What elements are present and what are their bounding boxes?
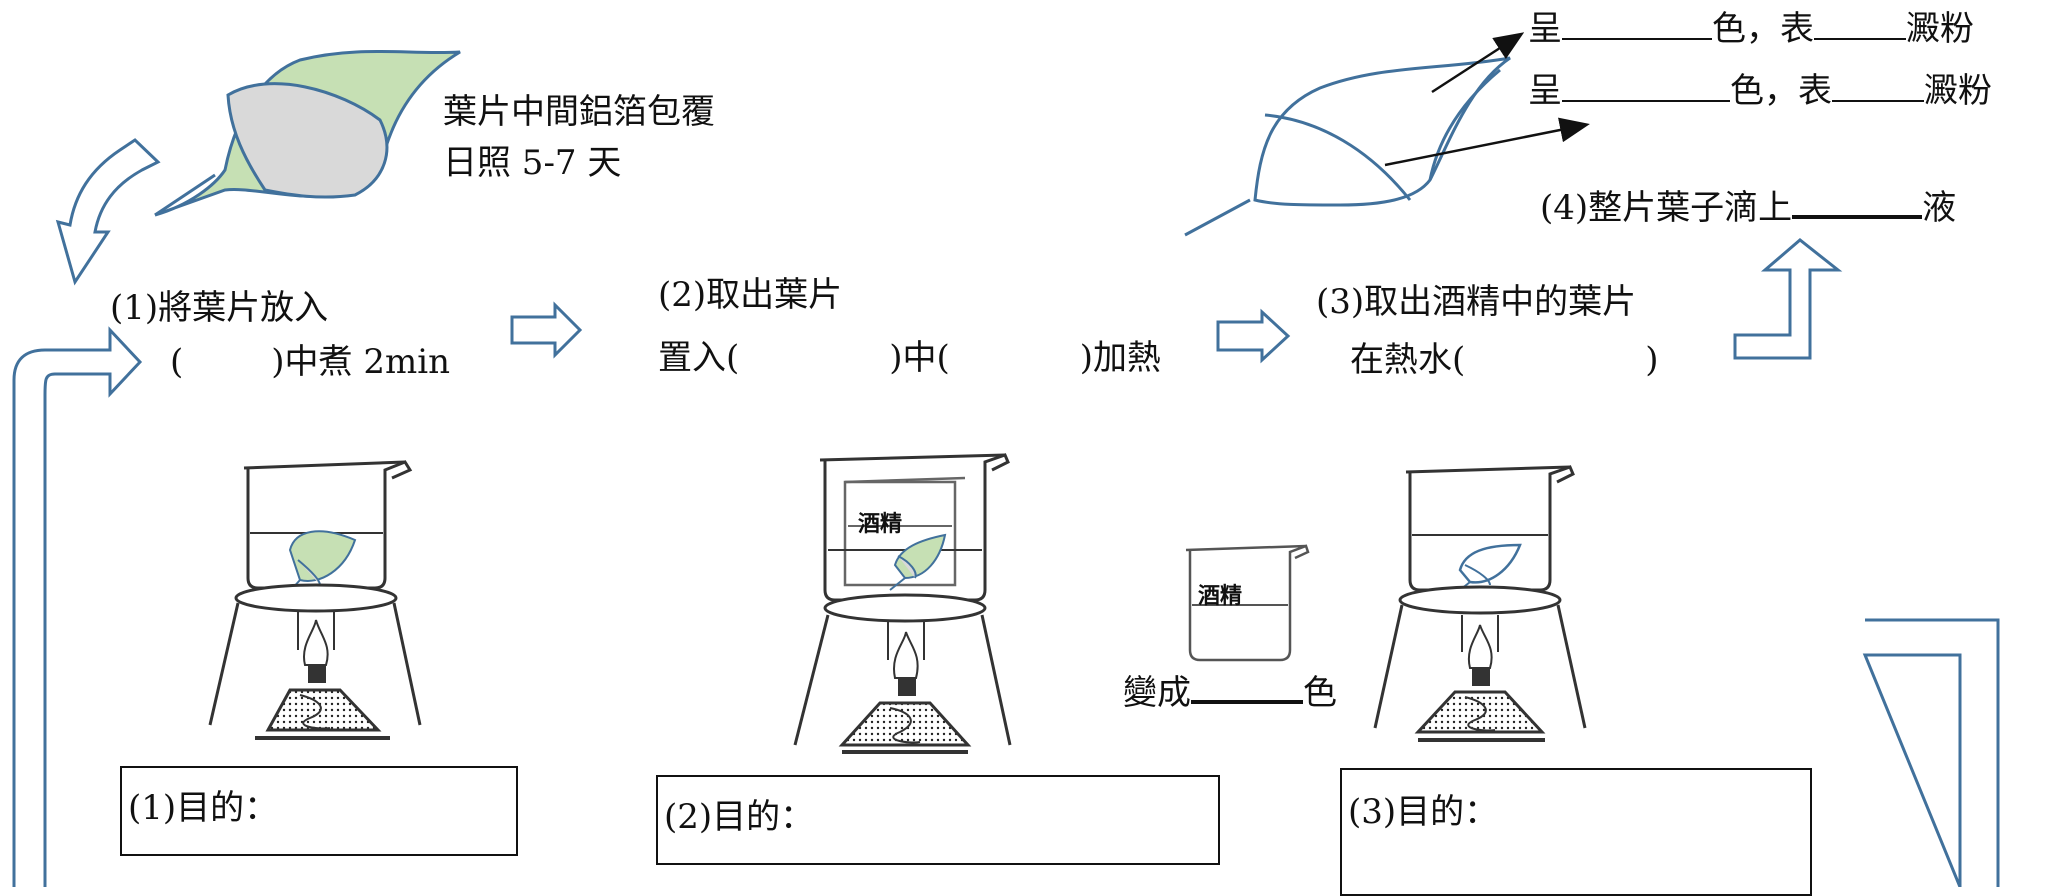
purpose-label-1: (1)目的： (128, 788, 279, 828)
intro-line-2: 日照 5-7 天 (443, 143, 622, 183)
up-arrow-icon (1733, 238, 1843, 360)
color-blank-2[interactable] (1562, 70, 1730, 102)
apparatus-water-bath (208, 460, 422, 740)
step4-p1: (4)整片葉子滴上 (1540, 188, 1793, 228)
step4-line: (4)整片葉子滴上 液 (1540, 185, 1956, 228)
purpose-box-1[interactable]: (1)目的： (120, 766, 518, 856)
starch-blank-1[interactable] (1814, 8, 1906, 40)
alcohol-change-b: 色 (1303, 673, 1337, 713)
starch-blank-2[interactable] (1832, 70, 1924, 102)
step3-p1: 在熱水( (1350, 340, 1466, 380)
result-row2-b: 色，表 (1730, 71, 1832, 111)
loop-arrow-icon (12, 326, 143, 887)
purpose-box-2[interactable]: (2)目的： (656, 775, 1220, 865)
step1-fill-line: ( )中煮 2min (170, 342, 450, 382)
beaker-label-small: 酒精 (1198, 584, 1243, 609)
foil-covered-leaf (154, 49, 461, 217)
step3-fill-line: 在熱水() (1350, 340, 1659, 380)
step3-title: (3)取出酒精中的葉片 (1316, 282, 1637, 322)
arrow-to-row1 (1431, 32, 1525, 94)
step3-p2: ) (1645, 340, 1659, 380)
purpose-label-3: (3)目的： (1348, 792, 1499, 832)
step1-close: )中煮 2min (271, 342, 450, 382)
arrow-to-row2 (1384, 117, 1590, 167)
right-arrow-icon-2 (1216, 308, 1291, 364)
result-row1-c: 澱粉 (1906, 9, 1974, 49)
apparatus-alcohol-bath (793, 453, 1012, 754)
curved-arrow-icon (55, 138, 161, 286)
purpose-box-3[interactable]: (3)目的： (1340, 768, 1812, 896)
color-blank-1[interactable] (1562, 8, 1712, 40)
right-arrow-icon-1 (510, 301, 583, 359)
return-bracket (1862, 618, 2000, 887)
result-row2-a: 呈 (1528, 71, 1562, 111)
step2-title: (2)取出葉片 (658, 275, 843, 315)
result-row-2: 呈 色，表 澱粉 (1528, 70, 1992, 111)
intro-line-1: 葉片中間鋁箔包覆 (443, 92, 715, 132)
step2-p3: )加熱 (1079, 338, 1162, 378)
result-row2-c: 澱粉 (1924, 71, 1992, 111)
result-row1-a: 呈 (1528, 9, 1562, 49)
step2-p2: )中( (889, 338, 950, 378)
step2-p1: 置入( (658, 338, 740, 378)
result-row1-b: 色，表 (1712, 9, 1814, 49)
purpose-label-2: (2)目的： (664, 797, 815, 837)
step1-title: (1)將葉片放入 (110, 288, 329, 328)
small-alcohol-beaker (1185, 544, 1310, 662)
alcohol-color-blank[interactable] (1191, 670, 1303, 704)
stained-leaf (1184, 56, 1511, 237)
apparatus-hot-water-rinse (1373, 465, 1587, 742)
step2-fill-line: 置入( )中( )加熱 (658, 338, 1161, 378)
step4-p2: 液 (1922, 188, 1957, 228)
reagent-blank[interactable] (1792, 185, 1923, 219)
step1-open: ( (170, 342, 184, 382)
alcohol-change-a: 變成 (1123, 673, 1191, 713)
result-row-1: 呈 色，表 澱粉 (1528, 8, 1974, 49)
beaker-label-large: 酒精 (858, 512, 903, 537)
alcohol-color-change: 變成 色 (1123, 670, 1337, 713)
